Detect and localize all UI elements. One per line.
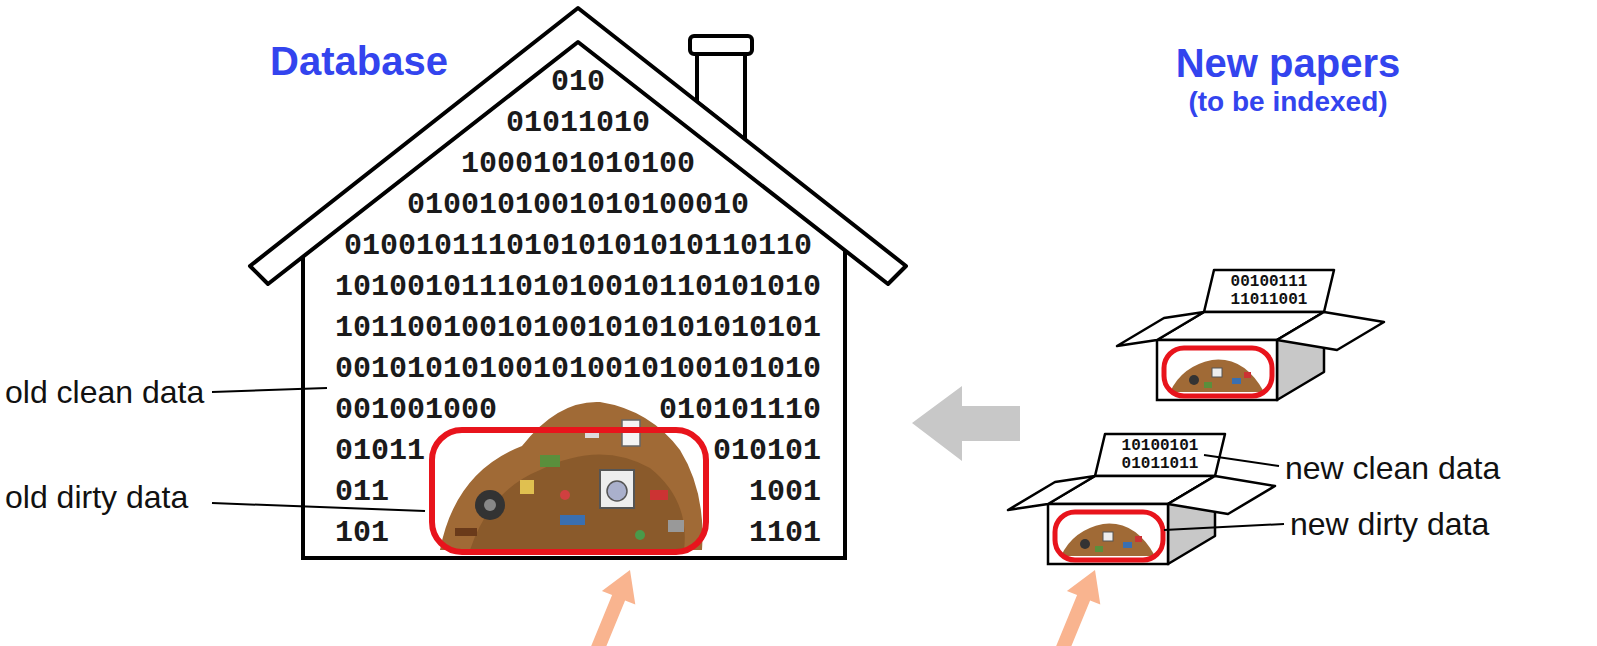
binary-row: 101001011101010010110101010	[335, 272, 821, 302]
binary-row: 011	[335, 477, 389, 507]
illustration-shape	[1244, 372, 1251, 378]
paper-box: 10100101 01011011	[1003, 432, 1283, 568]
leader-line	[1164, 524, 1284, 530]
leader-line	[1204, 455, 1279, 466]
illustration-shape	[1212, 368, 1222, 377]
illustration-shape	[1204, 382, 1212, 388]
binary-row: 010	[551, 67, 605, 97]
binary-row: 101	[335, 518, 389, 548]
paper-box: 00100111 11011001	[1112, 268, 1392, 404]
orange-arrow	[589, 570, 635, 646]
heading: Database	[270, 38, 448, 84]
illustration-shape	[470, 454, 685, 550]
box-front	[1048, 504, 1168, 564]
binary-row: 010101110	[659, 395, 821, 425]
database-house: Database 010 01011010 1000101010100 01001010…	[240, 0, 920, 570]
illustration-shape	[1080, 539, 1090, 549]
junk-pile	[1061, 524, 1155, 556]
binary-row: 0100101001010100010	[407, 190, 749, 220]
illustration-shape	[540, 455, 560, 467]
illustration-shape	[1103, 532, 1113, 541]
box-front	[1157, 340, 1277, 400]
binary-row: 001010101001010010100101010	[335, 354, 821, 384]
heading: New papers	[1176, 40, 1401, 86]
illustration-shape	[1095, 546, 1103, 552]
box-left-flap	[1008, 476, 1095, 510]
illustration-shape	[1135, 536, 1142, 542]
roof	[250, 8, 906, 284]
callout-label: new clean data	[1285, 450, 1500, 487]
illustration-shape	[650, 490, 668, 500]
binary-row: 001001000	[335, 395, 497, 425]
binary-data: 00100111 11011001	[1231, 273, 1308, 310]
box-left-flap	[1117, 312, 1204, 346]
binary-data: 10100101 01011011	[1122, 437, 1199, 474]
subheading: (to be indexed)	[1188, 86, 1387, 118]
gray-arrow	[912, 386, 1020, 461]
binary-row: 1101	[749, 518, 821, 548]
house-walls	[303, 250, 845, 558]
orange-arrow	[1054, 570, 1100, 646]
binary-row: 01011010	[506, 108, 650, 138]
binary-row: 01011	[335, 436, 425, 466]
binary-row: 010101	[713, 436, 821, 466]
illustration-shape	[560, 515, 585, 525]
illustration-shape	[607, 481, 627, 501]
chimney-cap	[690, 36, 752, 54]
illustration-shape	[668, 520, 684, 532]
binary-row: 1001	[749, 477, 821, 507]
callout-label: old clean data	[5, 374, 204, 411]
leader-line	[212, 503, 425, 511]
box-back-flap	[1204, 270, 1334, 312]
illustration-shape	[484, 499, 496, 511]
illustration-shape	[455, 528, 477, 536]
callout-label: old dirty data	[5, 479, 188, 516]
dirty-data-outline	[1055, 512, 1163, 560]
illustration-shape	[520, 480, 534, 494]
illustration-shape	[1232, 378, 1241, 384]
dirty-data-outline	[1164, 348, 1272, 396]
illustration-shape	[635, 530, 645, 540]
box-right-flap	[1168, 476, 1275, 514]
leader-line	[212, 388, 327, 392]
illustration-shape	[600, 470, 634, 508]
dirty-data-outline	[432, 430, 706, 552]
binary-row: 01001011101010101010110110	[344, 231, 812, 261]
callout-label: new dirty data	[1290, 506, 1489, 543]
box-right-flap	[1277, 312, 1384, 350]
illustration-shape	[475, 490, 505, 520]
binary-row: 101100100101001010101010101	[335, 313, 821, 343]
illustration-shape	[560, 490, 570, 500]
illustration-shape	[1189, 375, 1199, 385]
binary-row: 1000101010100	[461, 149, 695, 179]
illustration-shape	[1123, 542, 1132, 548]
junk-pile	[1170, 360, 1264, 392]
